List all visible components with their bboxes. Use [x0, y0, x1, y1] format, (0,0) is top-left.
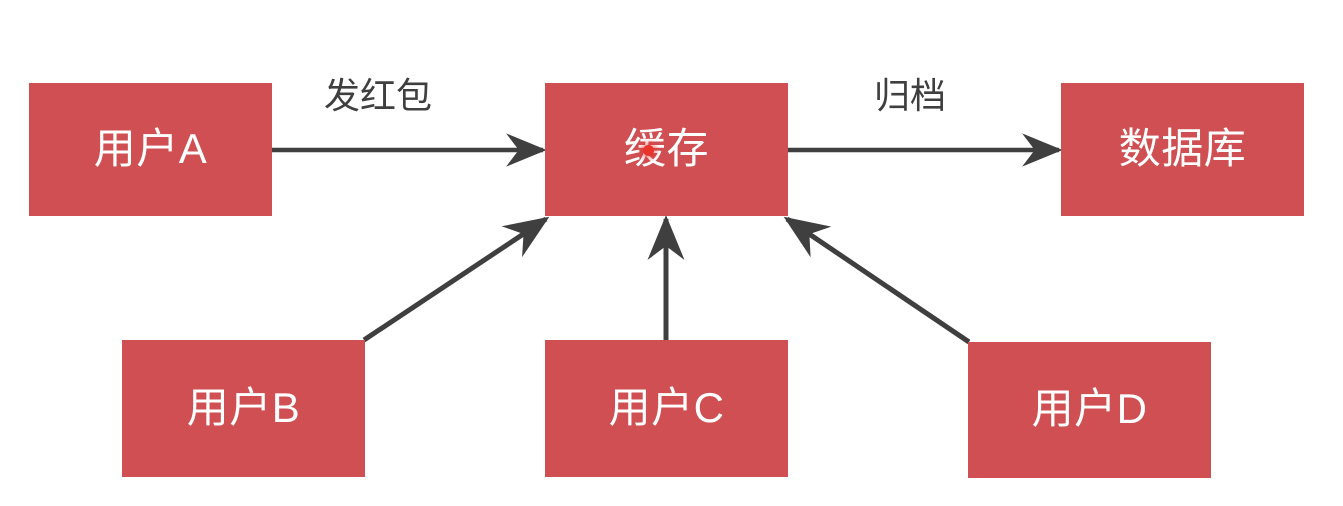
node-database-label: 数据库: [1118, 124, 1247, 172]
node-user-b-label: 用户B: [186, 383, 301, 431]
cursor-marker: [643, 145, 654, 156]
node-user-d[interactable]: 用户D: [968, 342, 1211, 478]
node-user-d-label: 用户D: [1031, 385, 1148, 432]
node-user-b[interactable]: 用户B: [122, 340, 365, 477]
edge-d-to-cache: [783, 216, 971, 345]
edge-label-archive: 归档: [874, 75, 947, 116]
node-database[interactable]: 数据库: [1061, 83, 1304, 216]
node-cache[interactable]: 缓存: [545, 83, 788, 216]
node-cache-label: 缓存: [623, 124, 709, 172]
edge-label-send-red-packet: 发红包: [324, 75, 433, 116]
node-user-a[interactable]: 用户A: [29, 83, 272, 216]
edge-b-to-cache: [362, 216, 550, 343]
node-user-c-label: 用户C: [608, 383, 725, 431]
node-user-a-label: 用户A: [93, 124, 208, 172]
node-user-c[interactable]: 用户C: [545, 340, 788, 477]
